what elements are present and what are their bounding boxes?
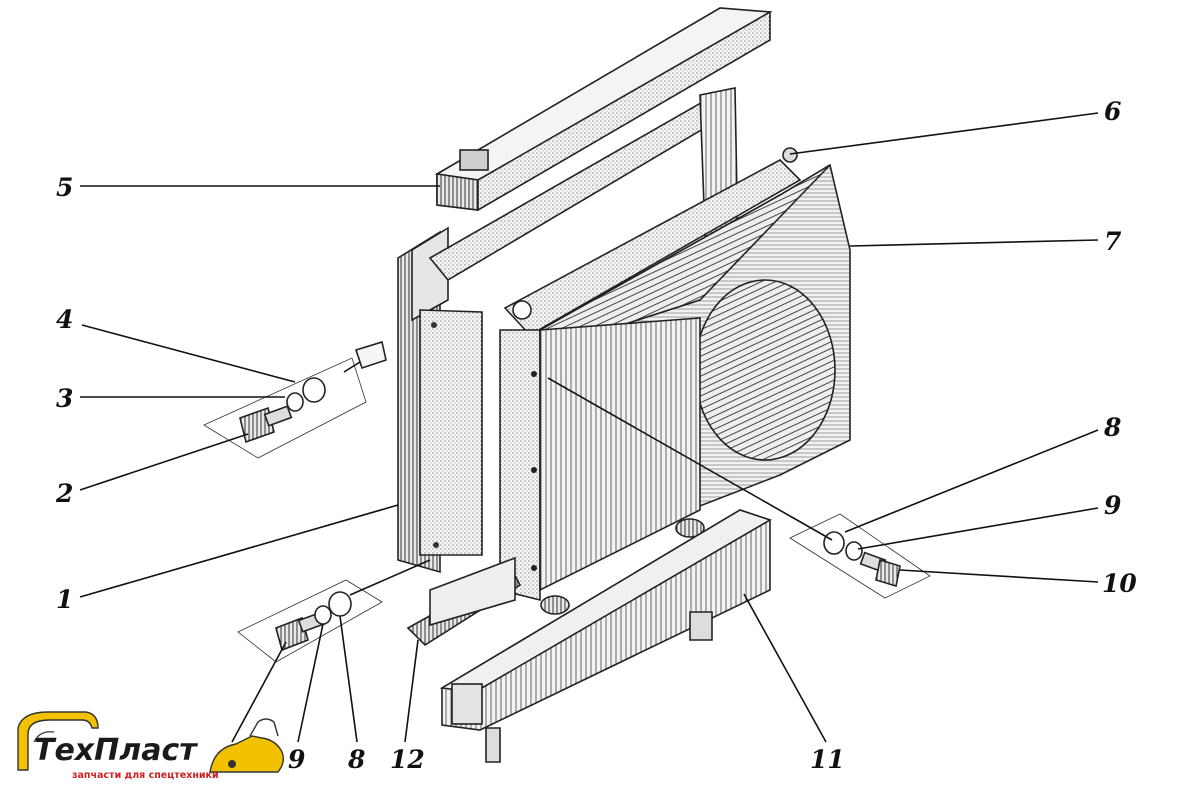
callout-2: 2 xyxy=(55,479,73,508)
left-support-plate xyxy=(419,309,483,556)
callout-9-right: 9 xyxy=(1104,491,1121,520)
callout-12: 12 xyxy=(390,745,425,774)
callout-3: 3 xyxy=(56,384,73,413)
callout-10-right: 10 xyxy=(1102,569,1137,598)
callout-1: 1 xyxy=(56,585,73,614)
callout-7: 7 xyxy=(1104,227,1122,256)
radiator-top-tank xyxy=(503,147,802,337)
callout-9-bottom: 9 xyxy=(288,745,305,774)
callout-11: 11 xyxy=(810,745,845,774)
callout-8-right: 8 xyxy=(1103,413,1121,442)
leader-lines xyxy=(79,112,1099,743)
mounting-hardware-bottom xyxy=(237,579,383,663)
logo-name: ТехПласт xyxy=(34,733,198,768)
excavator-arm-icon xyxy=(17,711,285,773)
callout-6: 6 xyxy=(1104,97,1121,126)
radiator-core xyxy=(499,317,701,602)
lower-frame-beam-part-12 xyxy=(406,518,705,647)
mounting-hardware-left xyxy=(203,340,387,459)
callout-5: 5 xyxy=(56,173,73,202)
bottom-tank-part-11 xyxy=(439,509,772,763)
mounting-hardware-right xyxy=(789,513,931,599)
top-cover-beam-part-5 xyxy=(434,7,773,211)
callout-4: 4 xyxy=(56,305,73,334)
brand-logo: ТехПласт запчасти для спецтехники xyxy=(17,711,285,781)
callout-8-bottom: 8 xyxy=(347,745,365,774)
logo-tagline: запчасти для спецтехники xyxy=(72,770,219,781)
